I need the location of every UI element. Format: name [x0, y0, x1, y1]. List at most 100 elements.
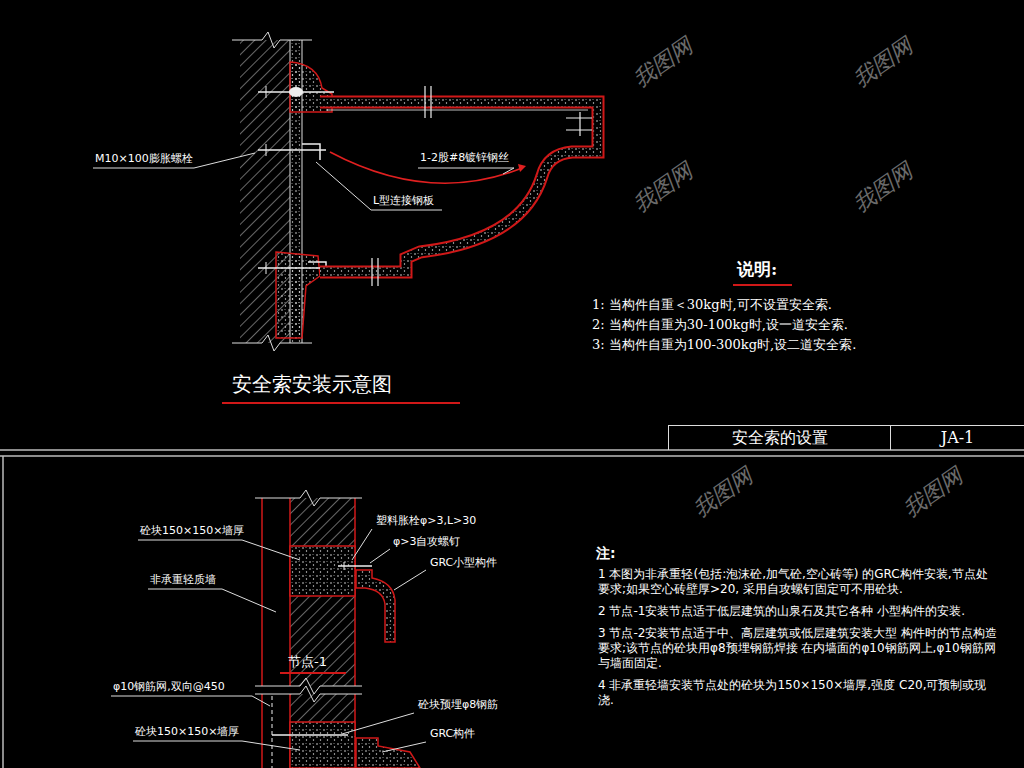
- leader-line: [382, 742, 426, 752]
- note-text: 2 节点-1安装节点适于低层建筑的山泉石及其它各种 小型构件的安装.: [598, 604, 998, 619]
- expansion-bolt: [258, 149, 326, 151]
- title-block-text: 安全索的设置: [732, 427, 828, 449]
- frame-line: [2, 456, 4, 768]
- concrete-block: [290, 722, 355, 768]
- leader-line: [352, 529, 372, 560]
- concrete-block-ground: [290, 722, 355, 768]
- embedded-rebar: [272, 734, 348, 736]
- break-symbol: [255, 678, 362, 694]
- watermark: 我图网: [628, 158, 697, 217]
- note-text: 3 节点-2安装节点适于中、高层建筑或低层建筑安装大型 构件时的节点构造要求;该…: [598, 626, 998, 671]
- frame-line: [0, 455, 1024, 457]
- title-underline: [222, 402, 460, 404]
- joint-mark: [430, 86, 431, 118]
- frame-line: [0, 449, 1024, 451]
- callout-label: 非承重轻质墙: [150, 573, 216, 586]
- title-block-cell: 安全索的设置: [668, 425, 890, 450]
- safety-wire: [330, 152, 522, 183]
- self-tapping-screw: [338, 565, 372, 567]
- callout-label: 砼块预埋φ8钢筋: [418, 698, 498, 711]
- joint-mark: [377, 258, 378, 286]
- leader-line: [418, 168, 514, 174]
- watermark: 我图网: [688, 463, 757, 522]
- expansion-bolt: [258, 267, 334, 269]
- bolt-head: [289, 87, 303, 97]
- callout-label: 1-2股#8镀锌钢丝: [420, 151, 509, 164]
- grc-shell-core: [320, 102, 598, 272]
- watermark: 我图网: [848, 158, 917, 217]
- title-block-text: JA-1: [941, 427, 975, 449]
- grc-shell-fill: [320, 102, 598, 272]
- leader-line: [394, 570, 426, 590]
- grc-part: [356, 738, 420, 768]
- watermark: 我图网: [898, 463, 967, 522]
- wall-edge: [354, 498, 356, 686]
- leader-line: [342, 713, 414, 734]
- note-text: 2: 当构件自重为30-100kg时,设一道安全索.: [592, 317, 848, 333]
- wall-hatch: [290, 694, 355, 768]
- detail-title: 节点-1: [288, 654, 327, 670]
- callout-label: φ>3自攻螺钉: [393, 535, 460, 548]
- note-text: 3: 当构件自重为100-300kg时,设二道安全索.: [592, 337, 856, 353]
- callout-label: 塑料胀栓φ>3,L>30: [376, 514, 476, 527]
- title-block-cell: JA-1: [890, 425, 1024, 450]
- wall-edge: [302, 40, 303, 343]
- anchor-bracket: [566, 112, 592, 136]
- leader-line: [370, 549, 390, 563]
- wall-edge: [289, 694, 291, 768]
- concrete-block-ground: [290, 546, 355, 596]
- title-underline: [280, 672, 346, 674]
- callout-label: GRC构件: [430, 727, 475, 740]
- callout-label: L型连接钢板: [373, 194, 434, 207]
- expansion-bolt: [258, 91, 334, 93]
- break-symbol: [232, 32, 312, 48]
- notes-heading: 说明:: [737, 259, 777, 279]
- bolt-tick: [266, 262, 267, 274]
- plaster-layer: [290, 40, 302, 343]
- watermark: 我图网: [628, 33, 697, 92]
- bolt-tick: [266, 86, 267, 98]
- grc-inner-line: [326, 110, 588, 111]
- mortar-patch: [290, 62, 332, 112]
- callout-label: 砼块150×150×墙厚: [135, 725, 239, 738]
- wire-hook: [518, 164, 526, 172]
- grc-small-part: [356, 570, 395, 642]
- leader-line: [138, 540, 300, 560]
- joint-mark: [424, 86, 425, 118]
- break-symbol: [232, 335, 312, 351]
- grc-shell-outline: [320, 102, 598, 272]
- note-text: 1: 当构件自重＜30kg时,可不设置安全索.: [592, 297, 832, 313]
- wall-edge: [261, 498, 263, 686]
- wall-hatch: [240, 40, 290, 343]
- wall-edge: [290, 40, 291, 343]
- callout-label: GRC小型构件: [430, 556, 497, 569]
- break-symbol: [255, 490, 362, 506]
- note-text: 4 非承重轻墙安装节点处的砼块为150×150×墙厚,强度 C20,可预制或现浇…: [598, 678, 998, 708]
- title-underline: [733, 284, 792, 286]
- wall-edge: [261, 694, 263, 768]
- anchor-tick: [344, 562, 345, 570]
- leader-line: [93, 153, 255, 168]
- notes-heading: 注:: [596, 545, 616, 562]
- note-text: 1 本图为非承重轻(包括:泡沫砼,加气砼,空心砖等) 的GRC构件安装,节点处要…: [598, 567, 998, 597]
- callout-label: M10×100膨胀螺栓: [95, 152, 193, 165]
- callout-label: 砼块150×150×墙厚: [140, 524, 244, 537]
- l-plate: [302, 144, 320, 160]
- break-symbol: [255, 686, 362, 702]
- l-plate: [308, 262, 326, 278]
- wall-edge: [354, 694, 356, 768]
- watermark: 我图网: [848, 33, 917, 92]
- joint-mark: [371, 258, 372, 286]
- bolt-tick: [266, 144, 267, 156]
- notes-column: 1 本图为非承重轻(包括:泡沫砼,加气砼,空心砖等) 的GRC构件安装,节点处要…: [598, 567, 998, 708]
- callout-label: φ10钢筋网,双向@450: [113, 680, 225, 693]
- leader-line: [148, 589, 276, 612]
- concrete-block: [290, 546, 355, 596]
- leader-line: [316, 162, 442, 210]
- mortar-patch: [276, 252, 320, 338]
- drawing-title: 安全索安装示意图: [232, 372, 392, 396]
- leader-line: [133, 741, 300, 750]
- leader-line: [111, 696, 270, 706]
